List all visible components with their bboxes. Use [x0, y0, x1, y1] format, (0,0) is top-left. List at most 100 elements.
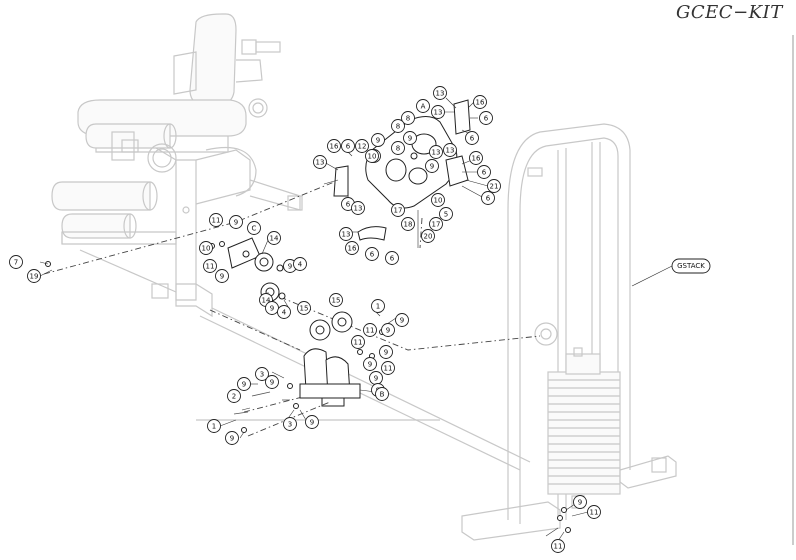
callout-bubble: [429, 145, 443, 159]
part-callout: 13: [433, 86, 447, 100]
part-callout: 13: [351, 201, 365, 215]
part-callout: 1: [207, 419, 221, 433]
callout-bubble: [421, 229, 435, 243]
callout-number: 3: [260, 371, 264, 379]
callout-number: 9: [430, 163, 434, 171]
callout-number: 15: [332, 297, 341, 305]
callout-bubble: [199, 241, 213, 255]
cam-plate-assembly: [333, 99, 471, 248]
part-callout: 13: [443, 143, 457, 157]
callout-number: 14: [270, 235, 279, 243]
part-callout: 8: [401, 111, 415, 125]
part-callout: B: [375, 387, 389, 401]
part-callout: 16: [345, 241, 359, 255]
part-callout: 6: [365, 247, 379, 261]
part-callout: A: [416, 99, 430, 113]
part-callout: 18: [401, 217, 415, 231]
part-callout: 4: [277, 305, 291, 319]
part-callout: 17: [391, 203, 405, 217]
callout-number: 9: [270, 305, 274, 313]
callout-number: 14: [262, 297, 271, 305]
callout-number: 9: [578, 499, 582, 507]
callout-number: 9: [310, 419, 314, 427]
callout-bubble: [341, 139, 355, 153]
callout-number: 8: [406, 115, 410, 123]
callout-bubble: [391, 203, 405, 217]
callout-number: 18: [404, 221, 413, 229]
callout-number: 11: [212, 217, 221, 225]
callout-bubble: [247, 221, 261, 235]
part-callout: 6: [477, 165, 491, 179]
part-callout: 10: [199, 241, 213, 255]
callout-bubble: [371, 133, 385, 147]
part-callout: 9: [379, 345, 393, 359]
callout-number: 11: [554, 543, 563, 551]
callout-number: 6: [482, 169, 487, 177]
callout-number: 11: [366, 327, 375, 335]
callout-bubble: [433, 86, 447, 100]
part-callout: 20: [421, 229, 435, 243]
callout-bubble: [227, 389, 241, 403]
part-callout: 9: [237, 377, 251, 391]
callout-bubble: [351, 201, 365, 215]
part-callout: 14: [267, 231, 281, 245]
callout-number: 6: [370, 251, 375, 259]
callout-number: 13: [446, 147, 455, 155]
part-callouts: 13166136A8898916126101313910131662166171…: [9, 86, 601, 553]
part-callout: 9: [225, 431, 239, 445]
callout-bubble: [283, 417, 297, 431]
part-callout: 1: [371, 299, 385, 313]
callout-number: 7: [14, 259, 18, 267]
drawing-title: GCEC−KIT: [676, 2, 783, 23]
callout-bubble: [431, 193, 445, 207]
part-callout: 9: [265, 301, 279, 315]
callout-number: 9: [220, 273, 224, 281]
part-callout: 9: [395, 313, 409, 327]
callout-number: 17: [394, 207, 403, 215]
callout-bubble: [429, 217, 443, 231]
callout-number: 11: [206, 263, 215, 271]
pulley-housing-b: [299, 311, 361, 407]
callout-bubble: [465, 131, 479, 145]
callout-number: 16: [476, 99, 485, 107]
part-callout: 6: [481, 191, 495, 205]
part-callout: 15: [329, 293, 343, 307]
callout-number: 15: [300, 305, 309, 313]
callout-number: 9: [270, 379, 274, 387]
part-callout: 8: [391, 119, 405, 133]
leg-extension-machine-ghost: [51, 13, 303, 318]
part-callout: 13: [339, 227, 353, 241]
callout-number: 13: [354, 205, 363, 213]
part-callout: 6: [465, 131, 479, 145]
callout-number: 16: [348, 245, 357, 253]
callout-bubble: [391, 141, 405, 155]
part-callout: 9: [305, 415, 319, 429]
part-callout: 6: [385, 251, 399, 265]
callout-number: 11: [384, 365, 393, 373]
part-callout: 2: [227, 389, 241, 403]
part-callout: 3: [255, 367, 269, 381]
callout-bubble: [365, 247, 379, 261]
callout-bubble: [375, 387, 389, 401]
part-callout: 19: [27, 269, 41, 283]
callout-bubble: [365, 149, 379, 163]
callout-number: 6: [470, 135, 475, 143]
callout-number: 9: [384, 349, 388, 357]
callout-number: 9: [374, 375, 378, 383]
gstack-tag: GSTACK: [671, 258, 711, 274]
part-callout: 3: [283, 417, 297, 431]
part-callout: 21: [487, 179, 501, 193]
callout-bubble: [381, 361, 395, 375]
callout-bubble: [9, 255, 23, 269]
callout-bubble: [477, 165, 491, 179]
part-callout: 11: [551, 539, 565, 553]
part-callout: 13: [429, 145, 443, 159]
pulley-bracket-c: [227, 237, 286, 302]
callout-number: 9: [288, 263, 292, 271]
callout-bubble: [267, 231, 281, 245]
callout-bubble: [431, 105, 445, 119]
callout-bubble: [203, 259, 217, 273]
part-callout: 13: [431, 105, 445, 119]
callout-bubble: [371, 299, 385, 313]
